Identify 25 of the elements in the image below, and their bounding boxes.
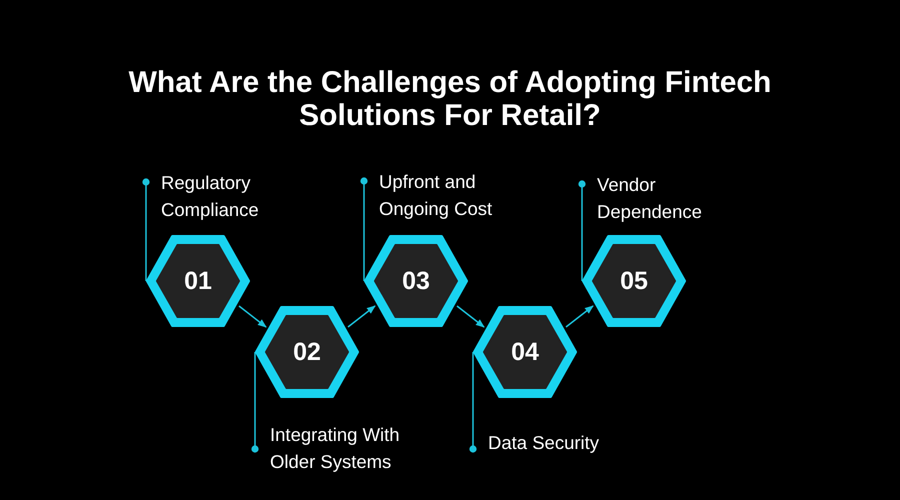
arrow	[348, 305, 376, 328]
hexagon-node	[255, 306, 359, 398]
step-label: Regulatory Compliance	[146, 169, 311, 223]
hexagon-node	[364, 235, 468, 327]
arrow	[456, 305, 485, 328]
diagram-title: What Are the Challenges of Adopting Fintech Solutions For Retail?	[128, 66, 772, 132]
leader-line	[251, 351, 259, 453]
arrow	[566, 305, 594, 328]
step-label: Vendor Dependence	[582, 171, 747, 225]
leader-line	[142, 178, 150, 282]
step-label: Upfront and Ongoing Cost	[364, 168, 529, 222]
hexagon-node	[473, 306, 577, 398]
hexagon-node	[582, 235, 686, 327]
step-number: 05	[620, 267, 648, 295]
leader-line	[360, 177, 368, 282]
leader-line	[469, 351, 477, 453]
step-label: Data Security	[473, 429, 638, 456]
arrow	[238, 305, 267, 328]
leader-line	[578, 180, 586, 282]
step-label: Integrating With Older Systems	[255, 421, 420, 475]
step-number: 03	[402, 267, 430, 295]
step-number: 01	[184, 267, 212, 295]
step-number: 04	[511, 338, 539, 366]
hexagon-node	[146, 235, 250, 327]
step-number: 02	[293, 338, 321, 366]
